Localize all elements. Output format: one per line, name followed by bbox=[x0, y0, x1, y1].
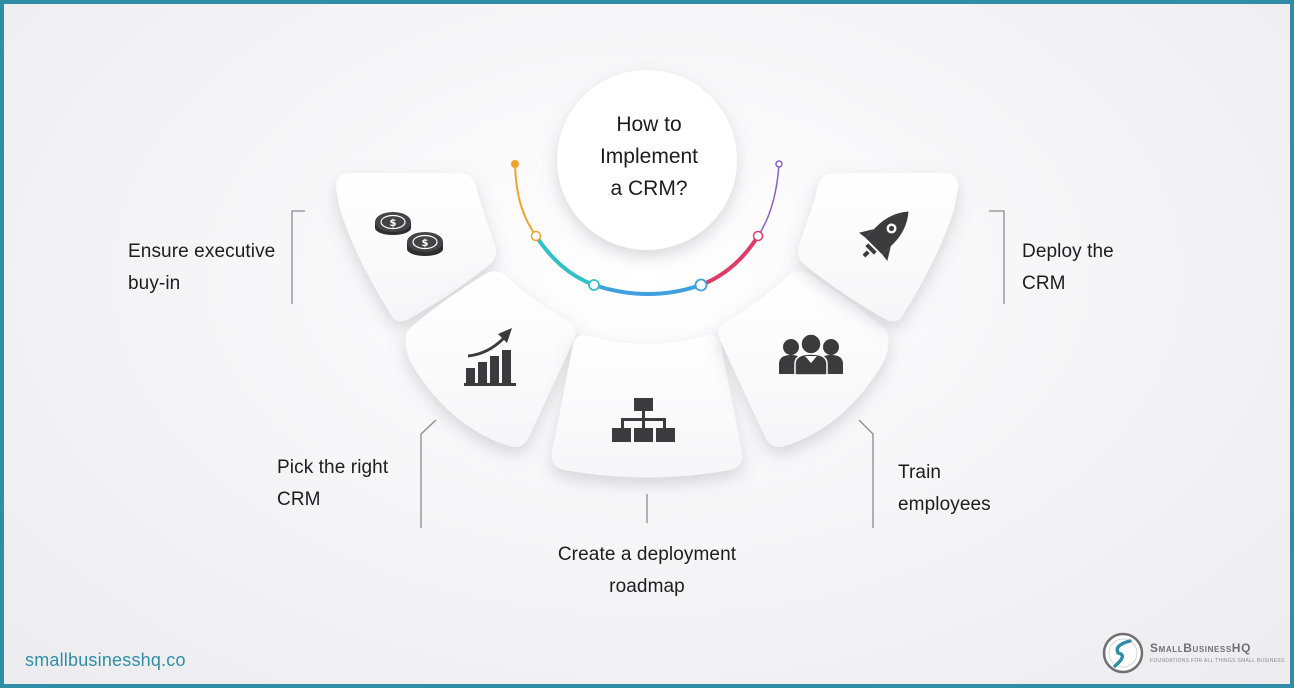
arc-end-dot bbox=[775, 160, 783, 168]
hierarchy-icon bbox=[612, 398, 675, 442]
brand-tagline: FOUNDATIONS FOR ALL THINGS SMALL BUSINES… bbox=[1150, 658, 1285, 664]
step-label-roadmap: Create a deployment roadmap bbox=[507, 539, 787, 603]
label-line: buy-in bbox=[128, 273, 181, 294]
arc-segment-purple bbox=[757, 163, 780, 237]
step-label-pick: Pick the right CRM bbox=[277, 452, 388, 516]
connector-exec bbox=[291, 210, 305, 304]
arc-node-1 bbox=[530, 230, 542, 242]
title-line: Implement bbox=[599, 145, 699, 168]
label-line: Deploy the bbox=[1022, 241, 1114, 262]
label-line: Pick the right bbox=[277, 457, 389, 478]
label-line: CRM bbox=[277, 489, 321, 510]
connector-lines bbox=[291, 210, 1005, 528]
connector-pick bbox=[420, 419, 437, 528]
growth-chart-icon bbox=[464, 328, 516, 386]
label-line: Ensure executive bbox=[128, 241, 276, 262]
title-line: How to bbox=[616, 113, 682, 136]
connector-deploy bbox=[989, 210, 1005, 304]
label-line: roadmap bbox=[609, 576, 685, 597]
label-line: Train bbox=[898, 462, 942, 483]
label-line: CRM bbox=[1022, 273, 1066, 294]
step-label-train: Train employees bbox=[898, 457, 991, 521]
arc-segment-teal bbox=[534, 234, 596, 287]
brand-logo-icon bbox=[1102, 632, 1144, 674]
arc-node-3 bbox=[694, 278, 708, 292]
title-line: a CRM? bbox=[610, 177, 688, 200]
diagram-canvas: $ $ bbox=[291, 70, 1144, 674]
arc-segment-blue bbox=[592, 283, 703, 296]
arc-node-4 bbox=[752, 230, 764, 242]
step-label-deploy: Deploy the CRM bbox=[1022, 236, 1114, 300]
brand-name: SmallBusinessHQ bbox=[1150, 641, 1252, 655]
arc-segment-pink bbox=[699, 234, 760, 287]
team-icon bbox=[779, 333, 843, 376]
coins-icon: $ $ bbox=[375, 212, 443, 256]
progress-arc bbox=[514, 163, 780, 296]
svg-text:$: $ bbox=[422, 238, 429, 249]
label-line: employees bbox=[898, 494, 991, 515]
step-label-exec: Ensure executive buy-in bbox=[128, 236, 275, 300]
arc-segment-orange bbox=[514, 163, 537, 237]
center-circle bbox=[557, 70, 737, 250]
label-line: Create a deployment bbox=[557, 544, 737, 565]
arc-node-2 bbox=[588, 279, 600, 291]
website-link[interactable]: smallbusinesshq.co bbox=[25, 650, 186, 670]
rocket-icon bbox=[859, 211, 909, 261]
svg-text:$: $ bbox=[390, 218, 397, 229]
connector-train bbox=[858, 419, 874, 528]
diagram-title: How to Implement a CRM? bbox=[559, 109, 739, 205]
arc-start-dot bbox=[511, 160, 519, 168]
